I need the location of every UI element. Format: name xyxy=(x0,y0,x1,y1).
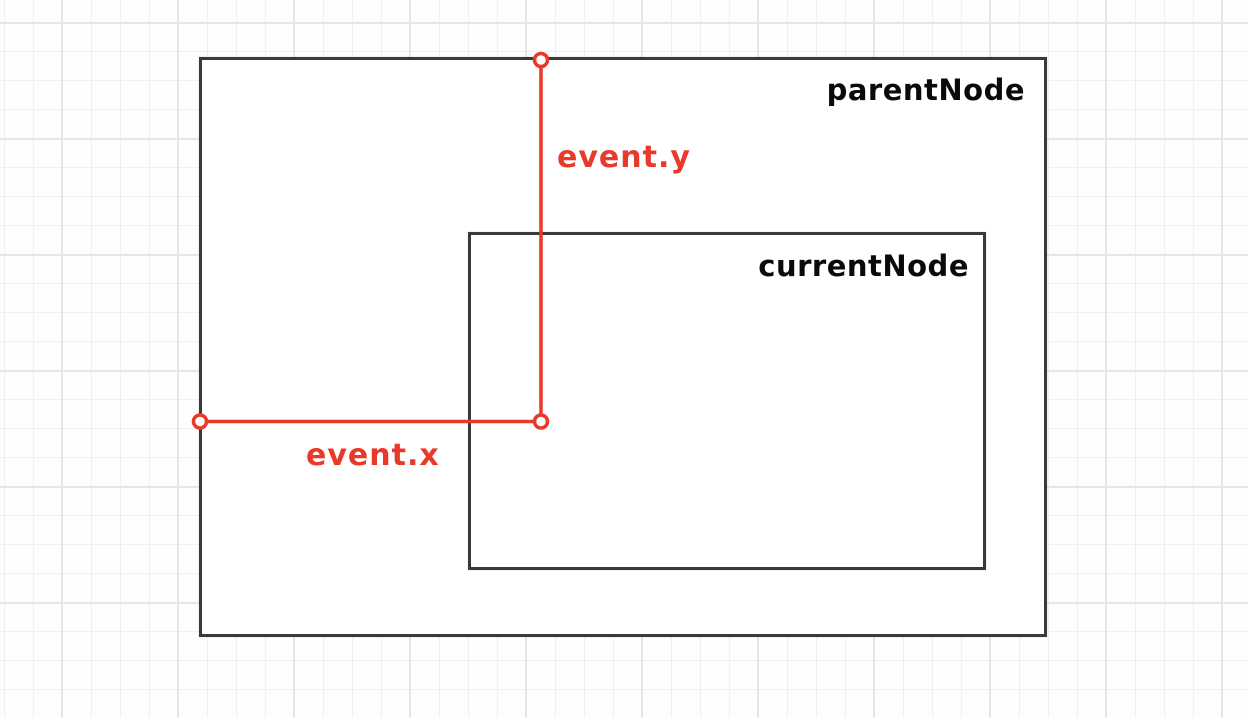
current-node-rect: currentNode xyxy=(468,232,986,570)
parent-node-label: parentNode xyxy=(826,73,1025,107)
current-node-label: currentNode xyxy=(758,249,969,283)
event-y-label: event.y xyxy=(557,140,691,175)
event-x-label: event.x xyxy=(306,438,440,473)
